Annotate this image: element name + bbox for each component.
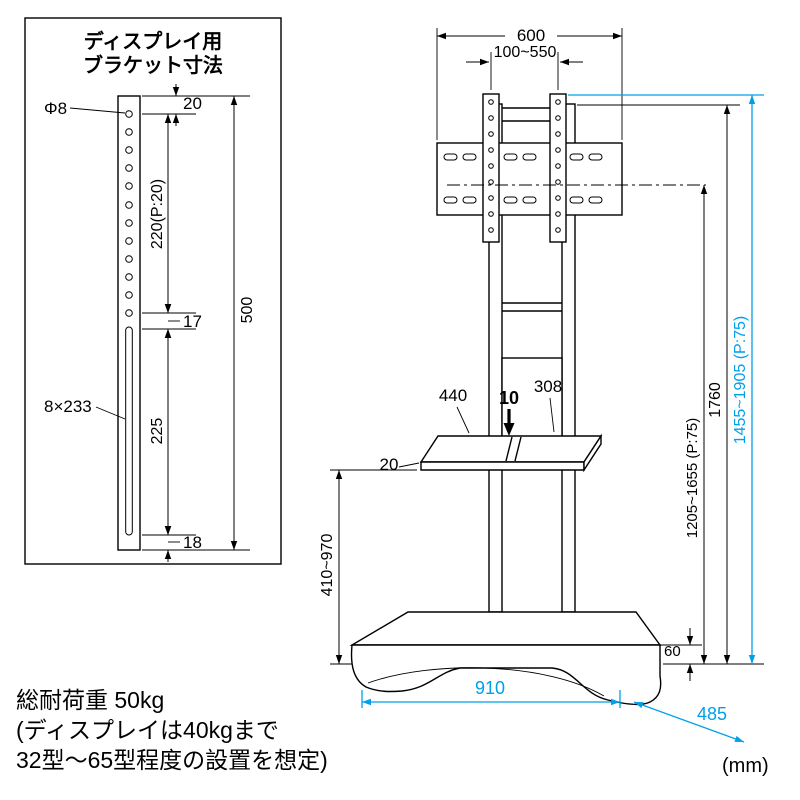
slot-size-leader xyxy=(95,406,126,420)
bracket-slot xyxy=(125,326,133,536)
dim-shelf-left-label: 440 xyxy=(439,386,467,405)
inset-panel: ディスプレイ用 ブラケット寸法 Φ8 20 220(P:20) xyxy=(24,17,282,565)
inset-dim-offset-top: 20 xyxy=(183,94,202,113)
inset-title-line1: ディスプレイ用 xyxy=(84,29,223,53)
notes-block: 総耐荷重 50kg (ディスプレイは40kgまで 32型〜65型程度の設置を想定… xyxy=(16,687,769,777)
dim-shelf-height-label: 410~970 xyxy=(319,534,336,597)
shelf-slot-right-line xyxy=(514,436,522,462)
unit-label: (mm) xyxy=(722,755,769,777)
display-bracket-left-holes xyxy=(488,99,494,233)
base-foot-contour xyxy=(367,667,605,697)
dim-shelf-slot-label: 10 xyxy=(499,388,519,408)
dim-bracket-pitch-label: 100~550 xyxy=(494,44,557,61)
dim-base-width-label: 910 xyxy=(475,678,505,698)
shelf-front-edge xyxy=(420,461,585,471)
shelf-slot-arrow xyxy=(503,423,515,436)
dim-shelf-thickness-label: 20 xyxy=(380,455,399,474)
inset-dim-slot-span: 225 xyxy=(149,418,166,445)
inset-dim-gap-mid: 17 xyxy=(183,312,202,331)
display-bracket-right-holes xyxy=(555,99,561,233)
slot-size-label: 8×233 xyxy=(44,397,92,416)
vesa-plate-slots xyxy=(443,153,603,204)
shelf-slot-left-line xyxy=(505,436,513,462)
dim-width-label: 600 xyxy=(517,26,545,45)
dim-shelf-right-label: 308 xyxy=(534,377,562,396)
dim-base-depth-line xyxy=(633,701,745,743)
dim-shelf-left-leader xyxy=(456,406,470,434)
dim-shelf-right-leader xyxy=(549,397,555,433)
dim-base-depth-label: 485 xyxy=(697,704,727,724)
hole-diameter-leader xyxy=(69,107,126,114)
base-top-face xyxy=(349,611,662,646)
hole-diameter-label: Φ8 xyxy=(44,99,67,118)
inset-dim-height-total: 500 xyxy=(239,297,256,324)
shelf-side-edge xyxy=(583,433,602,473)
bracket-body xyxy=(117,95,141,551)
stand-dimensions: 600 100~550 440 10 308 20 410~970 60 120… xyxy=(319,26,764,743)
load-note-line3: 32型〜65型程度の設置を想定) xyxy=(16,747,328,773)
inset-dim-offset-bottom: 18 xyxy=(183,533,202,552)
load-note-line1: 総耐荷重 50kg xyxy=(16,687,164,713)
dim-total-height-label: 1760 xyxy=(707,382,724,418)
dim-base-thickness-label: 60 xyxy=(664,643,681,660)
dim-shelf-thickness-leader xyxy=(398,462,420,468)
load-note-line2: (ディスプレイは40kgまで xyxy=(16,717,279,743)
dim-display-center-label: 1205~1655 (P:75) xyxy=(684,418,701,539)
base-front-face xyxy=(350,644,662,706)
inset-title-line2: ブラケット寸法 xyxy=(83,53,223,77)
dim-bracket-top-label: 1455~1905 (P:75) xyxy=(732,316,749,445)
bracket-holes xyxy=(125,110,133,317)
inset-dim-hole-pitch: 220(P:20) xyxy=(149,179,166,249)
inset-border xyxy=(24,17,282,565)
stand-drawing xyxy=(349,93,706,706)
